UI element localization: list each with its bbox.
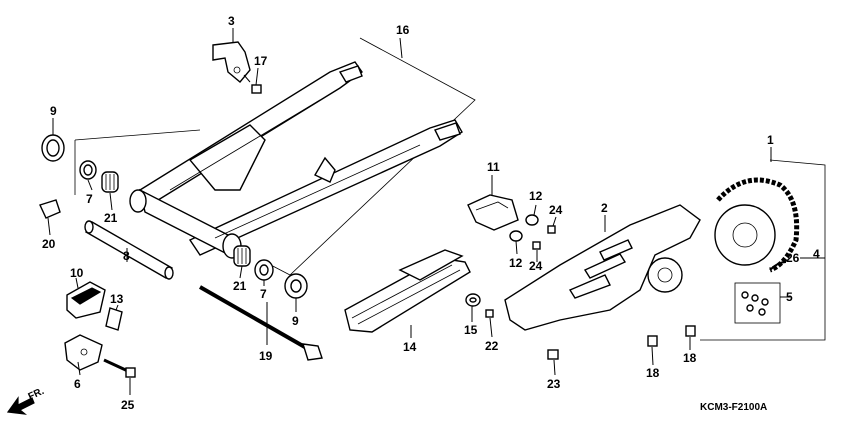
callout-6: 6 [74,377,81,391]
callout-18-left: 18 [646,366,660,380]
callout-15: 15 [464,323,478,337]
chain-guide-11[interactable] [467,194,519,231]
collar-7-right[interactable] [254,259,274,281]
bearing-21-left[interactable] [101,171,119,193]
direction-label: FR. [27,386,46,403]
callout-21-right: 21 [233,279,247,293]
screw-22[interactable] [485,309,494,318]
washer-12-upper[interactable] [525,214,539,226]
callout-4: 4 [813,247,820,261]
pin-13[interactable] [105,307,123,331]
bolt-18-left[interactable] [647,335,658,347]
driven-sprocket[interactable] [714,204,776,266]
leader-lines [47,28,825,395]
callout-13: 13 [110,292,124,306]
washer-12-lower[interactable] [509,230,523,242]
dust-seal-9-upper[interactable] [41,134,65,162]
stopper-plate-6[interactable] [64,334,103,371]
collar-15[interactable] [465,293,481,307]
callout-7-left: 7 [86,192,93,206]
callout-22: 22 [485,339,499,353]
callout-12-lower: 12 [509,256,523,270]
bracket-3[interactable] [212,41,251,83]
drive-sprocket[interactable] [647,257,683,293]
callout-10: 10 [70,266,84,280]
callout-26: 26 [786,251,800,265]
pivot-collar-8[interactable] [84,220,174,280]
arrow-left-icon [6,396,35,415]
master-link-5[interactable] [734,282,781,324]
bolt-18-right[interactable] [685,325,696,337]
callout-3: 3 [228,14,235,28]
callout-18-right: 18 [683,351,697,365]
callout-14: 14 [403,340,417,354]
bolt-17[interactable] [243,74,262,94]
callout-5: 5 [786,290,793,304]
bolt-23[interactable] [547,349,559,360]
callout-16: 16 [396,23,410,37]
callout-25: 25 [121,398,135,412]
callout-9-lower: 9 [292,314,299,328]
callout-8: 8 [123,249,130,263]
callout-24-lower: 24 [529,259,543,273]
callout-11: 11 [487,160,500,174]
bolt-25[interactable] [103,358,136,378]
dust-seal-9-lower[interactable] [284,273,308,299]
diagram-code: KCM3-F2100A [700,402,767,413]
callout-20: 20 [42,237,56,251]
drive-chain-1[interactable] [716,177,800,273]
bolt-24-lower[interactable] [532,241,541,250]
swingarm[interactable] [74,37,476,276]
callout-19: 19 [259,349,273,363]
bearing-21-right[interactable] [233,245,251,267]
callout-12-upper: 12 [529,189,543,203]
adjuster-block-10[interactable] [66,281,106,319]
callout-24-upper: 24 [549,203,563,217]
bolt-24-upper[interactable] [547,225,556,234]
pivot-bolt-19[interactable] [199,285,323,361]
callout-1: 1 [767,133,774,147]
callout-7-right: 7 [260,287,267,301]
pivot-cap-20[interactable] [39,199,61,219]
chain-link-26[interactable] [769,261,787,271]
chain-case-2[interactable] [504,204,701,331]
callout-2: 2 [601,201,608,215]
chain-group-bracket [700,159,826,341]
callout-23: 23 [547,377,561,391]
callout-9-upper: 9 [50,104,57,118]
callout-21-left: 21 [104,211,118,225]
chain-slider-14[interactable] [344,249,471,333]
collar-7-left[interactable] [79,160,97,180]
callout-17: 17 [254,54,268,68]
front-direction-indicator: FR. [6,386,46,415]
